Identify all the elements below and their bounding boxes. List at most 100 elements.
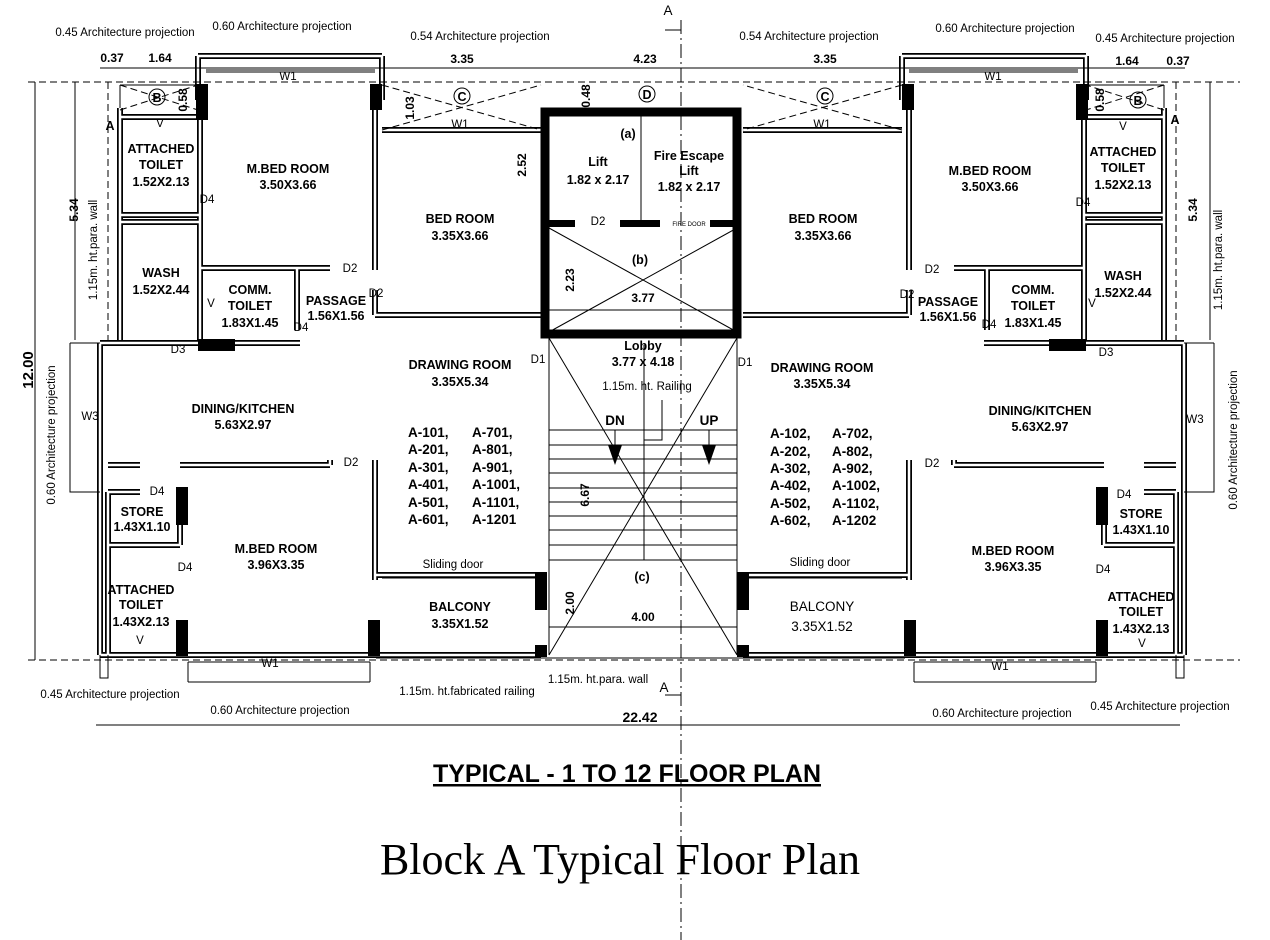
plan-label: W1 — [813, 119, 830, 131]
notes: 1.15m. ht.para. wall 1.15m. ht.para. wal… — [88, 200, 1225, 698]
plan-label: Sliding door — [790, 557, 851, 569]
plan-label: A-1002, — [832, 478, 880, 493]
plan-label: 1.43X2.13 — [1113, 622, 1170, 636]
plan-label: Lift — [679, 164, 699, 178]
plan-label: D2 — [925, 458, 940, 470]
plan-label: 3.35X1.52 — [791, 619, 853, 634]
plan-label: A-201, — [408, 442, 449, 457]
plan-label: A-502, — [770, 496, 811, 511]
plan-label: A-702, — [832, 426, 873, 441]
plan-label: 1.82 x 2.17 — [567, 173, 630, 187]
plan-label: 5.63X2.97 — [1012, 420, 1069, 434]
projection-label: 0.45 Architecture projection — [40, 689, 179, 701]
plan-label: A-601, — [408, 512, 449, 527]
plan-label: D4 — [200, 194, 215, 206]
plan-label: PASSAGE — [918, 295, 978, 309]
plan-label: DINING/KITCHEN — [192, 402, 295, 416]
plan-label: D2 — [344, 457, 359, 469]
plan-label: COMM. — [228, 283, 271, 297]
room-dining-kitchen: DINING/KITCHEN 5.63X2.97 DINING/KITCHEN … — [192, 402, 1092, 434]
plan-label: ATTACHED — [128, 142, 195, 156]
plan-label: 0.58 — [176, 88, 190, 112]
projection-label: 0.60 Architecture projection — [1228, 370, 1240, 509]
plan-label: D2 — [900, 289, 915, 301]
plan-label: STORE — [121, 505, 164, 519]
room-bed-room: BED ROOM 3.35X3.66 BED ROOM 3.35X3.66 — [426, 212, 858, 243]
core-marker: (b) — [632, 253, 648, 267]
plan-label: 0.48 — [579, 84, 593, 108]
plan-label: WASH — [1104, 269, 1142, 283]
plan-label: A-102, — [770, 426, 811, 441]
plan-label: 1.82 x 2.17 — [658, 180, 721, 194]
grid-marker: B — [1133, 94, 1142, 108]
plan-label: FIRE DOOR — [672, 222, 706, 228]
plan-label: D4 — [982, 319, 997, 331]
markers: A A A A B B C C D (a) (b) (c) — [105, 3, 1179, 695]
plan-label: A-402, — [770, 478, 811, 493]
plan-label: W1 — [451, 119, 468, 131]
plan-label: V — [1138, 638, 1146, 650]
plan-label: A-602, — [770, 513, 811, 528]
room-comm-toilet: COMM. TOILET 1.83X1.45 COMM. TOILET 1.83… — [222, 283, 1062, 330]
room-attached-toilet: ATTACHED TOILET 1.52X2.13 ATTACHED TOILE… — [128, 142, 1157, 192]
projection-label: 0.60 Architecture projection — [935, 23, 1074, 35]
plan-label: WASH — [142, 266, 180, 280]
plan-label: 1.03 — [403, 96, 417, 120]
plan-label: 1.56X1.56 — [308, 309, 365, 323]
plan-title: TYPICAL - 1 TO 12 FLOOR PLAN — [433, 760, 821, 788]
plan-label: 3.35X3.66 — [432, 229, 489, 243]
plan-label: D4 — [178, 562, 193, 574]
plan-label: DRAWING ROOM — [771, 361, 874, 375]
section-marker: A — [663, 3, 672, 18]
plan-label: 1.15m. ht.para. wall — [548, 674, 648, 686]
plan-label: M.BED ROOM — [949, 164, 1032, 178]
plan-label: 1.15m. ht. Railing — [602, 381, 692, 393]
plan-label: D3 — [1099, 347, 1114, 359]
plan-label: W1 — [261, 658, 278, 670]
plan-label: 3.35X3.66 — [795, 229, 852, 243]
plan-label: 4.00 — [631, 610, 655, 624]
plan-label: 1.43X1.10 — [1113, 523, 1170, 537]
plan-label: A-301, — [408, 460, 449, 475]
room-m-bed-bottom: M.BED ROOM 3.96X3.35 M.BED ROOM 3.96X3.3… — [235, 542, 1055, 574]
plan-label: V — [1088, 298, 1096, 310]
plan-label: A-202, — [770, 444, 811, 459]
plan-label: A-1201 — [472, 512, 517, 527]
plan-label: D2 — [369, 288, 384, 300]
plan-label: A-802, — [832, 444, 873, 459]
room-labels: ATTACHED TOILET 1.52X2.13 ATTACHED TOILE… — [108, 142, 1175, 636]
projection-label: 0.60 Architecture projection — [46, 365, 58, 504]
plan-label: W1 — [991, 661, 1008, 673]
lift-stair-core — [376, 107, 905, 659]
plan-label: 4.23 — [633, 52, 657, 66]
plan-label: 1.15m. ht.para. wall — [1213, 210, 1225, 310]
plan-label: 1.56X1.56 — [920, 310, 977, 324]
plan-label: V — [136, 635, 144, 647]
plan-label: 1.83X1.45 — [1005, 316, 1062, 330]
plan-label: DN — [605, 413, 625, 428]
plan-label: 1.43X2.13 — [113, 615, 170, 629]
room-lobby: Lobby 3.77 x 4.18 — [612, 339, 675, 369]
plan-label: 12.00 — [20, 351, 37, 389]
plan-label: W3 — [1186, 414, 1203, 426]
plan-label: A-1102, — [832, 496, 879, 511]
room-lift: Lift 1.82 x 2.17 Fire Escape Lift 1.82 x… — [567, 149, 724, 194]
plan-label: TOILET — [1101, 161, 1146, 175]
plan-label: DRAWING ROOM — [409, 358, 512, 372]
plan-label: 1.15m. ht.para. wall — [88, 200, 100, 300]
projection-label: 0.60 Architecture projection — [210, 705, 349, 717]
projection-labels: 0.45 Architecture projection 0.60 Archit… — [40, 21, 1240, 720]
plan-label: ATTACHED — [1108, 590, 1175, 604]
plan-label: V — [156, 118, 164, 130]
plan-label: 2.52 — [515, 153, 529, 177]
plan-label: COMM. — [1011, 283, 1054, 297]
plan-label: A-1202 — [832, 513, 876, 528]
plan-label: A-901, — [472, 460, 513, 475]
plan-label: D4 — [294, 322, 309, 334]
plan-label: A-501, — [408, 495, 449, 510]
projection-label: 0.54 Architecture projection — [410, 31, 549, 43]
section-marker: A — [105, 119, 114, 133]
plan-label: D1 — [738, 357, 753, 369]
plan-label: D4 — [150, 486, 165, 498]
